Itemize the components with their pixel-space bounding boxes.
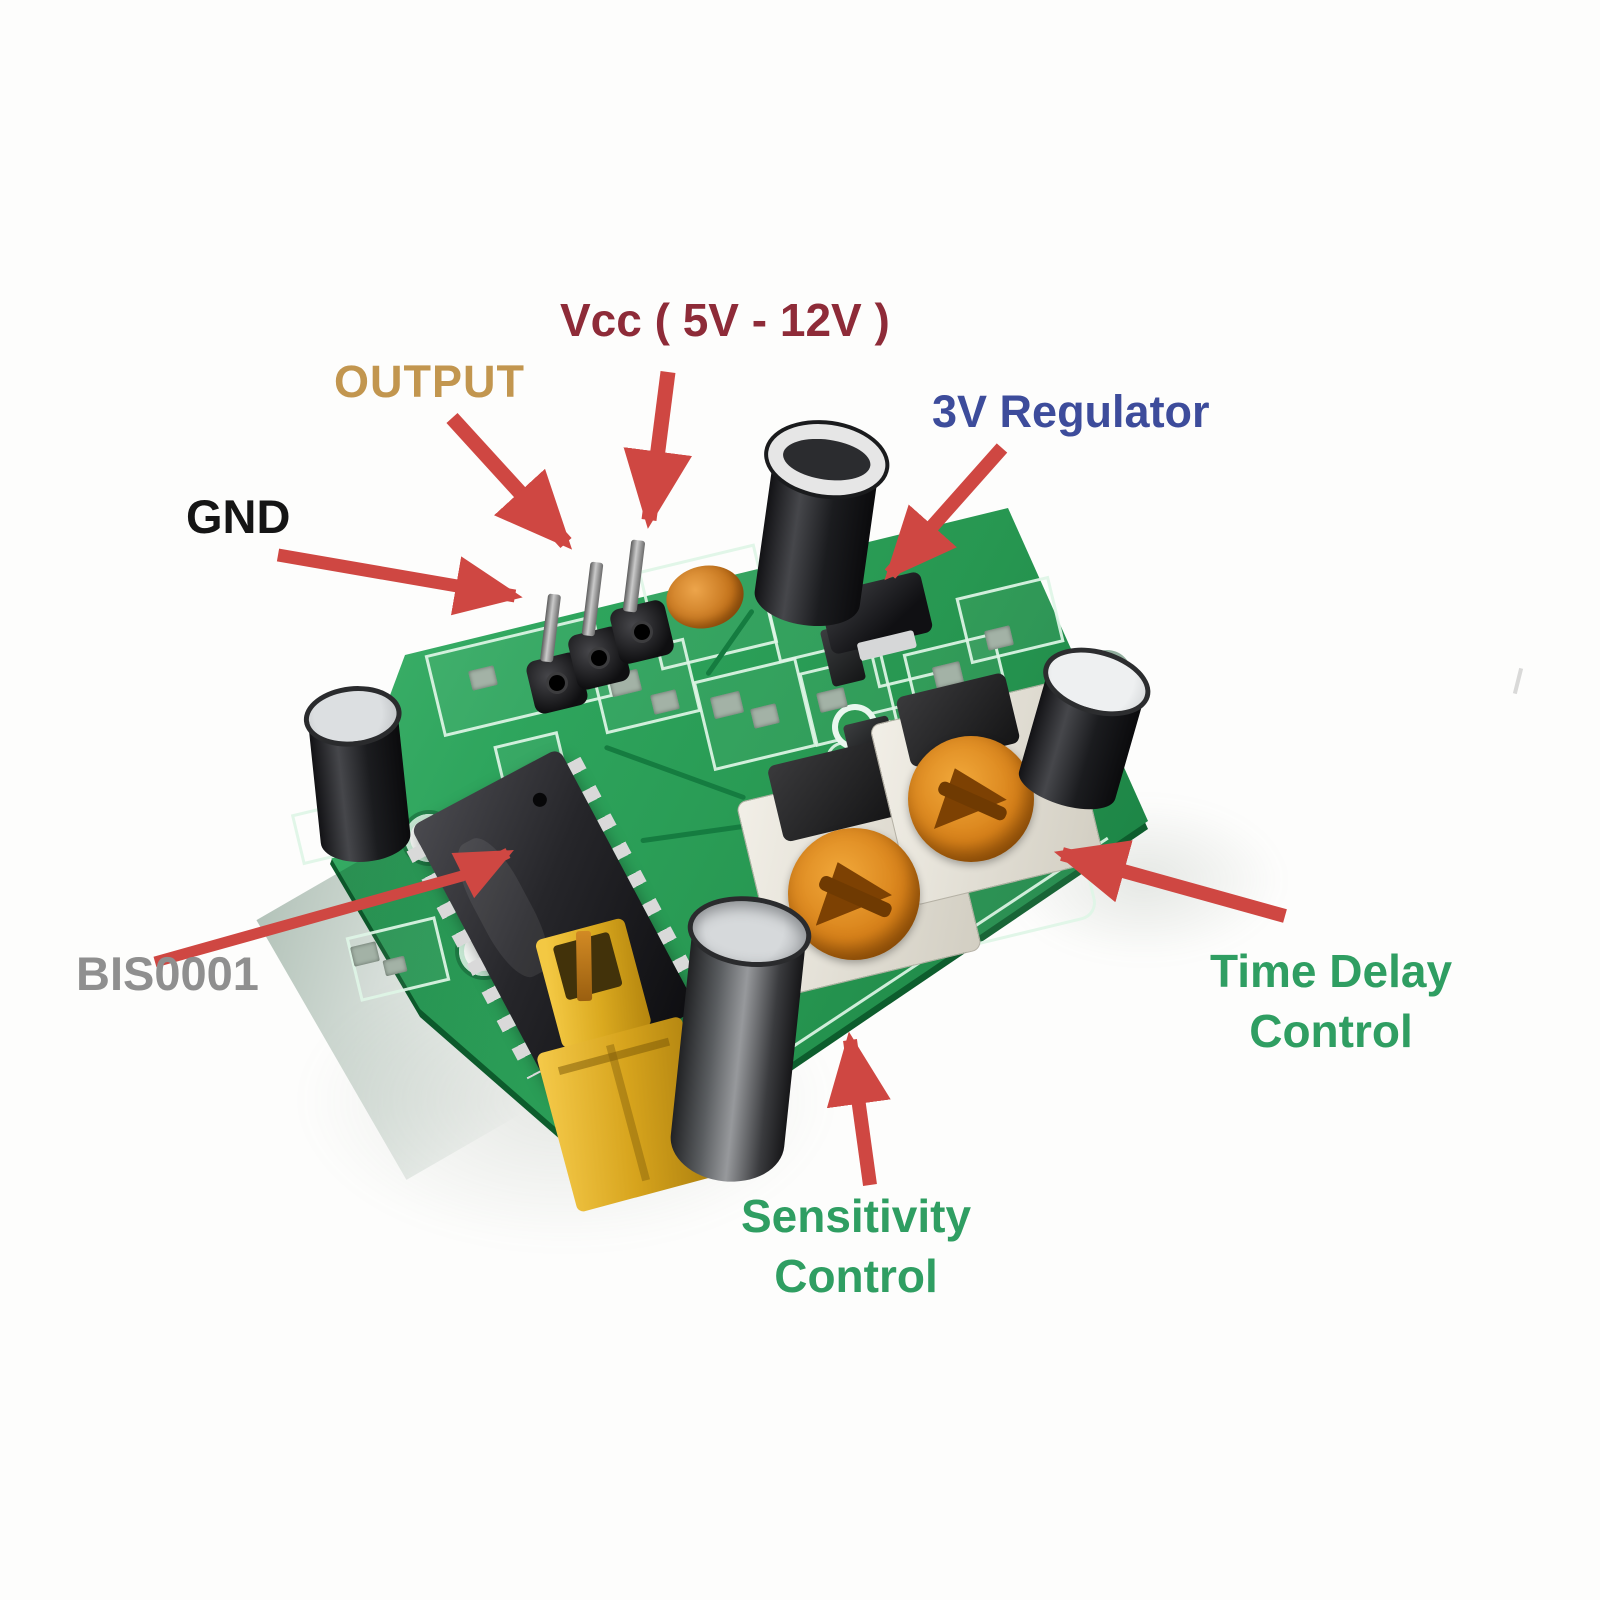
label-time-delay-line2: Control	[1249, 1005, 1413, 1057]
bis0001-arrow	[153, 848, 514, 968]
time-delay-arrow	[1053, 840, 1287, 923]
label-gnd-text: GND	[186, 490, 291, 543]
label-output: OUTPUT	[334, 356, 525, 408]
label-sensitivity-line2: Control	[774, 1250, 938, 1302]
label-sensitivity: Sensitivity Control	[656, 1186, 1056, 1306]
label-time-delay: Time Delay Control	[1131, 941, 1531, 1061]
label-time-delay-line1: Time Delay	[1209, 945, 1453, 997]
sensitivity-arrow	[826, 1031, 891, 1186]
time-delay-trimpot-knob[interactable]	[908, 736, 1034, 862]
label-regulator-text: 3V Regulator	[932, 386, 1210, 437]
label-output-text: OUTPUT	[334, 356, 525, 407]
regulator-arrow	[884, 443, 1008, 581]
label-gnd: GND	[186, 489, 290, 544]
label-regulator: 3V Regulator	[932, 386, 1210, 438]
output-arrow	[446, 412, 573, 550]
label-bis0001-text: BIS0001	[76, 947, 259, 1000]
label-sensitivity-line1: Sensitivity	[740, 1190, 972, 1242]
label-vcc: Vcc ( 5V - 12V )	[560, 293, 890, 347]
label-vcc-text: Vcc ( 5V - 12V )	[560, 294, 890, 346]
label-bis0001: BIS0001	[76, 946, 259, 1001]
gnd-arrow	[276, 548, 523, 616]
vcc-arrow	[623, 371, 693, 529]
